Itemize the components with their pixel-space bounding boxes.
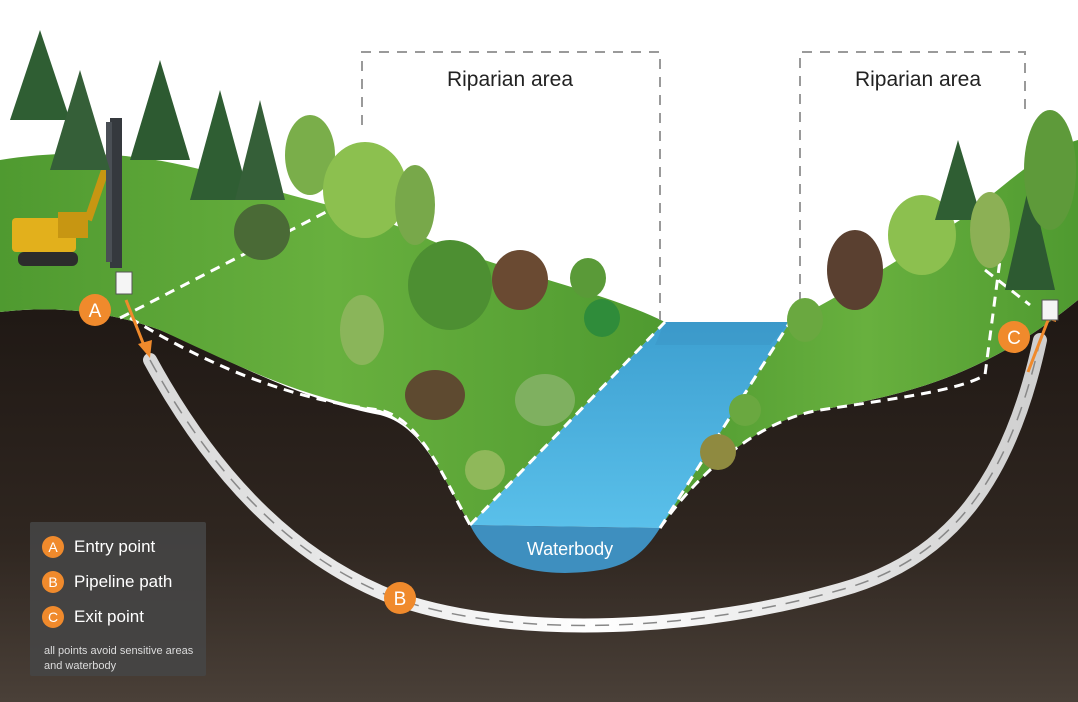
tree-icon [235,100,285,200]
grass-left-bank [0,153,665,525]
tree-icon [492,250,548,310]
tree-icon [10,30,70,120]
tree-icon [50,70,110,170]
riparian-boundary-left [361,51,661,320]
marker-entry: A [79,294,111,326]
sensitive-outline-left [119,208,331,320]
tree-icon [323,142,407,238]
riparian-boundary-right [799,51,1026,320]
legend-item-exit: C Exit point [42,604,144,630]
tree-icon [465,450,505,490]
tree-icon [408,240,492,330]
marker-exit-letter: C [1007,328,1021,349]
tree-icon [1005,180,1055,290]
riparian-label-right: Riparian area [855,68,981,91]
legend-label-exit: Exit point [74,607,144,626]
legend-item-entry: A Entry point [42,534,155,560]
tree-icon [584,299,620,337]
tree-icon [515,374,575,426]
drill-rig-icon [12,118,122,268]
tree-icon [570,258,606,298]
riparian-label-left: Riparian area [447,68,573,91]
tree-icon [190,90,250,200]
legend-label-pipeline: Pipeline path [74,572,173,591]
tree-icon [340,295,384,365]
legend-badge-a: A [42,536,64,558]
legend-item-pipeline: B Pipeline path [42,569,172,595]
marker-exit: C [998,321,1030,353]
sensitive-outline-right-top [984,268,1031,307]
tree-icon [405,370,465,420]
legend-badge-b: B [42,571,64,593]
waterbody-basin [470,525,660,573]
legend-label-entry: Entry point [74,537,156,556]
tree-icon [1024,110,1076,230]
sensitive-outline-river-left [468,320,667,527]
tree-icon [970,192,1010,268]
tree-icon [700,434,736,470]
tree-icon [729,394,761,426]
river-channel [470,322,790,528]
tree-icon [285,115,335,195]
exit-pad [1041,299,1059,321]
trees-left [10,30,620,490]
tree-icon [787,298,823,342]
tree-icon [234,204,290,260]
tree-icon [395,165,435,245]
waterbody-label: Waterbody [527,539,613,559]
legend-note: all points avoid sensitive areas and wat… [44,645,194,672]
legend-badge-c: C [42,606,64,628]
marker-pipeline-letter: B [394,589,407,610]
marker-entry-letter: A [89,301,102,322]
river-highlight [655,322,790,345]
tree-icon [130,60,190,160]
marker-pipeline: B [384,582,416,614]
sensitive-outline-right [658,259,1002,529]
entry-arrow-icon [124,299,152,358]
sensitive-outline-river-right [658,321,792,529]
sensitive-outline-left-lower [129,316,472,526]
entry-pad [115,271,133,295]
tree-icon [827,230,883,310]
trees-right [700,110,1076,470]
pipeline-centerline [149,339,1041,627]
legend-panel: A Entry point B Pipeline path C Exit poi… [30,522,206,676]
tree-icon [935,140,982,220]
